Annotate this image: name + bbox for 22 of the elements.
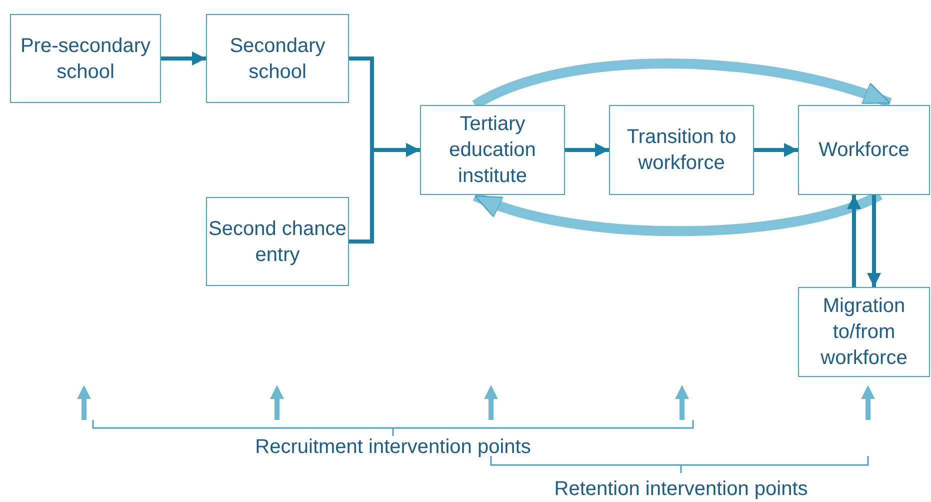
process-box xyxy=(798,287,930,377)
node-label: Secondary school xyxy=(228,34,326,84)
arrow xyxy=(847,195,861,287)
arrow xyxy=(161,52,206,66)
process-box xyxy=(206,14,349,103)
arrow xyxy=(754,143,798,157)
process-box xyxy=(206,197,349,286)
arrow xyxy=(349,143,420,244)
process-box xyxy=(609,105,754,195)
node-label: Second chance entry xyxy=(208,216,348,268)
arrow xyxy=(867,195,881,287)
node-label: Transition to workforce xyxy=(626,125,738,176)
node-label: Workforce xyxy=(818,138,910,163)
node-label: Pre-secondary school xyxy=(19,34,152,84)
process-box xyxy=(798,105,930,195)
bracket-label: Retention intervention points xyxy=(554,478,808,501)
node-label: Migration to/from workforce xyxy=(820,294,908,371)
process-box xyxy=(420,105,565,195)
arrow xyxy=(565,143,609,157)
bracket-label: Recruitment intervention points xyxy=(255,436,531,459)
node-label: Tertiary education institute xyxy=(448,112,537,189)
process-box xyxy=(10,14,161,103)
